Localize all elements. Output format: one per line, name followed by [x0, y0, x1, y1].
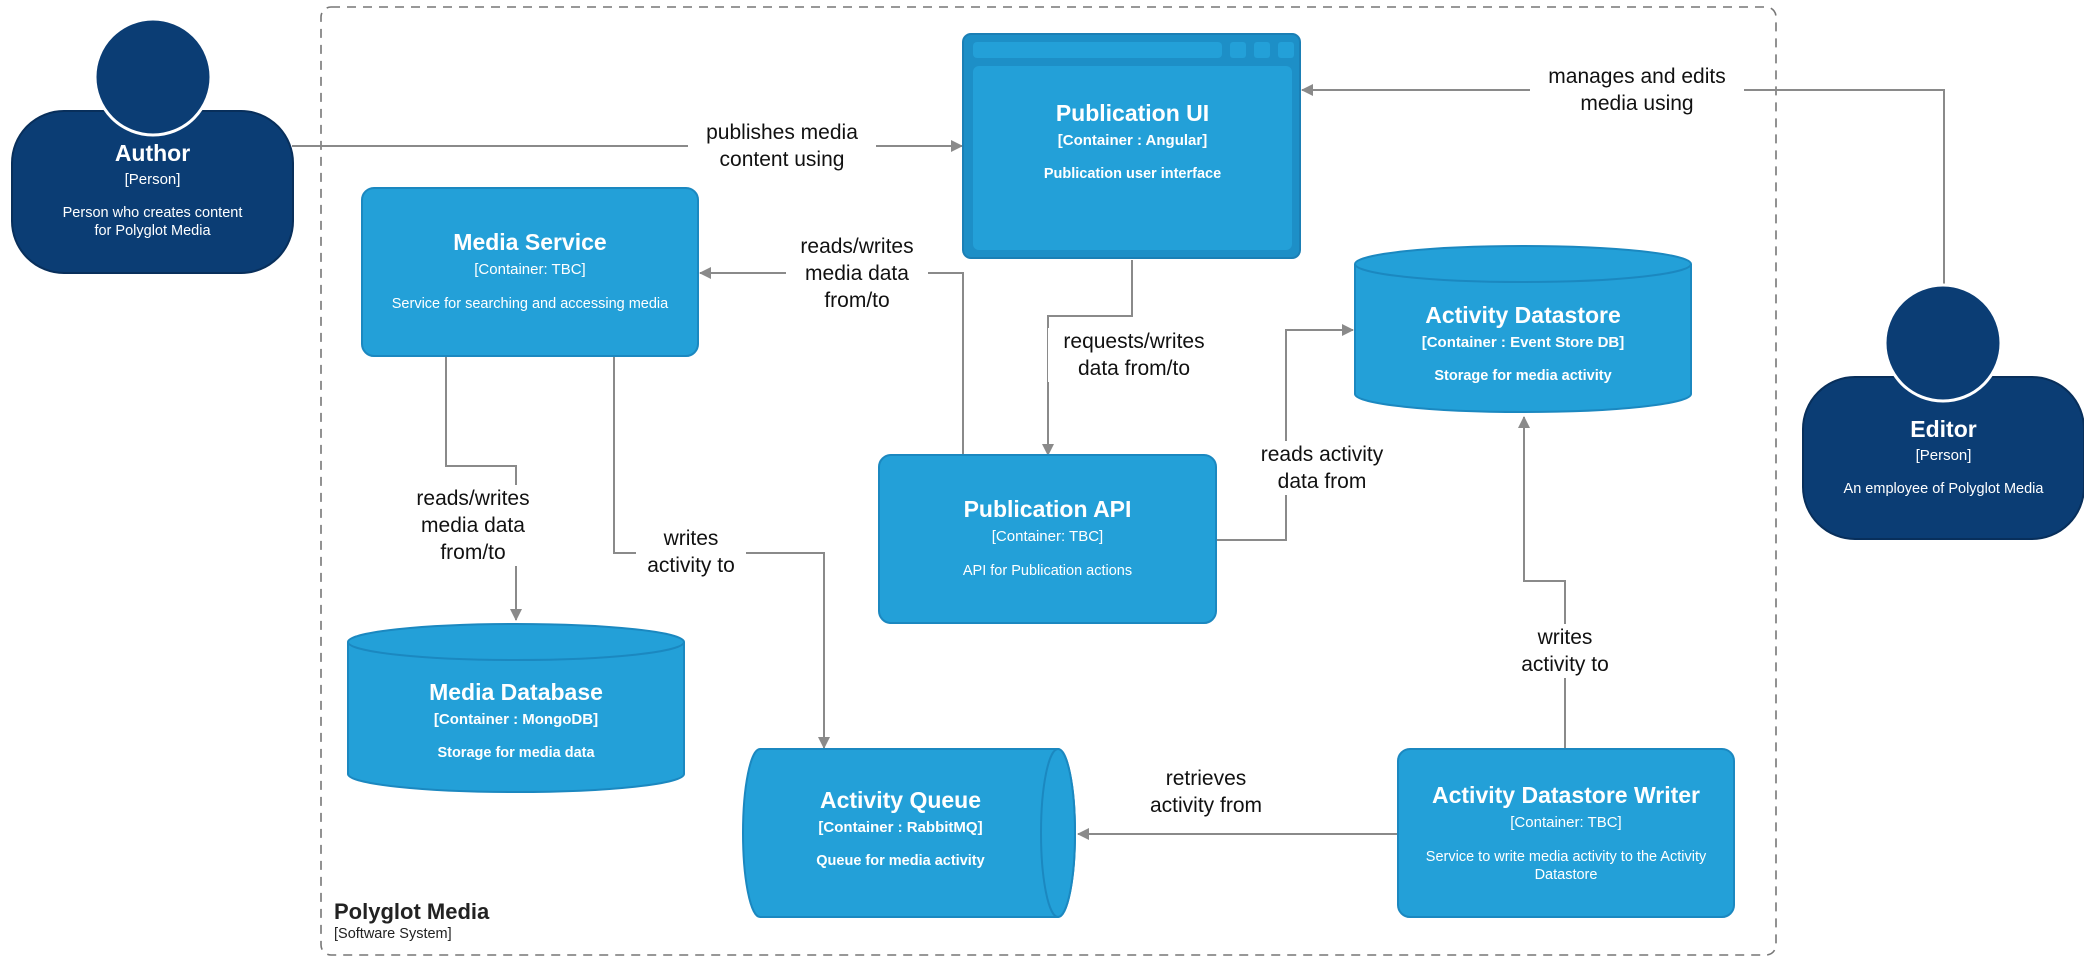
label-media-service-queue: writes activity to	[636, 525, 746, 579]
activity-datastore-writer-name: Activity Datastore Writer	[1432, 782, 1700, 808]
label-media-service-queue-line-1: writes	[663, 527, 719, 550]
arrow-api-to-datastore	[1216, 324, 1354, 541]
publication-api-name: Publication API	[963, 496, 1132, 522]
publication-api-card: Publication API [Container: TBC] API for…	[879, 496, 1216, 580]
activity-datastore-writer-shape	[1397, 748, 1735, 918]
label-author-publishes: publishes media content using	[688, 119, 876, 173]
arrow-writer-to-datastore	[1518, 416, 1566, 749]
media-service-card: Media Service [Container: TBC] Service f…	[362, 229, 698, 313]
activity-datastore-name: Activity Datastore	[1425, 302, 1621, 328]
activity-queue-description: Queue for media activity	[816, 853, 985, 869]
author-description-line-2: for Polyglot Media	[94, 223, 211, 239]
publication-ui-description: Publication user interface	[1043, 166, 1222, 182]
relationship-arrows	[292, 84, 1945, 840]
label-editor-manages-line-1: manages and edits	[1548, 65, 1726, 88]
label-api-datastore: reads activity data from	[1244, 441, 1400, 495]
activity-queue-name: Activity Queue	[819, 787, 982, 813]
media-service-tech: [Container: TBC]	[474, 261, 586, 278]
activity-datastore-writer-description-line-2: Datastore	[1534, 867, 1598, 883]
label-api-media-service: reads/writes media data from/to	[786, 233, 928, 314]
arrow-ui-to-api	[1042, 260, 1133, 456]
label-ui-api-line-1: requests/writes	[1063, 330, 1205, 353]
media-database-card: Media Database [Container : MongoDB] Sto…	[348, 679, 684, 761]
activity-datastore-writer-tech: [Container: TBC]	[1510, 814, 1622, 831]
author-person-shape	[11, 17, 294, 274]
media-service-description: Service for searching and accessing medi…	[391, 296, 669, 312]
system-boundary	[320, 6, 1777, 956]
editor-person-shape	[1802, 283, 2084, 540]
activity-datastore-description: Storage for media activity	[1434, 368, 1612, 384]
label-writer-queue-line-2: activity from	[1149, 794, 1262, 817]
activity-datastore-writer-card: Activity Datastore Writer [Container: TB…	[1398, 782, 1734, 884]
author-type: [Person]	[124, 171, 181, 188]
label-writer-datastore-line-2: activity to	[1521, 653, 1609, 676]
boundary-name: Polyglot Media	[334, 899, 490, 924]
label-writer-queue-line-1: retrieves	[1165, 767, 1247, 790]
label-media-service-db-line-2: media data	[421, 514, 525, 537]
label-media-service-db-line-3: from/to	[440, 541, 506, 564]
publication-ui-name: Publication UI	[1055, 100, 1210, 126]
label-editor-manages: manages and edits media using	[1530, 63, 1744, 117]
label-ui-api-line-2: data from/to	[1077, 357, 1191, 380]
editor-card: Editor [Person] An employee of Polyglot …	[1803, 416, 2084, 498]
arrow-editor-to-ui	[1301, 84, 1945, 287]
media-database-shape	[347, 623, 685, 793]
label-api-media-service-line-1: reads/writes	[800, 235, 914, 258]
media-database-description: Storage for media data	[437, 745, 595, 761]
label-api-media-service-line-3: from/to	[824, 289, 890, 312]
editor-name: Editor	[1910, 416, 1977, 442]
activity-queue-card: Activity Queue [Container : RabbitMQ] Qu…	[748, 787, 1053, 869]
publication-api-shape	[878, 454, 1217, 624]
editor-type: [Person]	[1915, 447, 1972, 464]
label-editor-manages-line-2: media using	[1580, 92, 1694, 115]
publication-api-description: API for Publication actions	[962, 563, 1133, 579]
activity-queue-shape	[742, 748, 1076, 918]
boundary-type: [Software System]	[334, 926, 452, 942]
label-media-service-queue-line-2: activity to	[647, 554, 735, 577]
activity-datastore-card: Activity Datastore [Container : Event St…	[1355, 302, 1691, 384]
label-media-service-db-line-1: reads/writes	[416, 487, 530, 510]
label-author-publishes-line-1: publishes media	[706, 121, 858, 144]
publication-api-tech: [Container: TBC]	[991, 528, 1104, 545]
label-media-service-db: reads/writes media data from/to	[400, 485, 546, 566]
label-writer-datastore: writes activity to	[1510, 624, 1620, 678]
media-service-name: Media Service	[453, 229, 607, 255]
activity-datastore-tech: [Container : Event Store DB]	[1421, 334, 1625, 351]
activity-datastore-writer-description-line-1: Service to write media activity to the A…	[1425, 849, 1707, 865]
media-database-tech: [Container : MongoDB]	[433, 711, 599, 728]
label-writer-datastore-line-1: writes	[1537, 626, 1593, 649]
media-service-shape	[361, 187, 699, 357]
author-name: Author	[114, 140, 191, 166]
label-api-media-service-line-2: media data	[805, 262, 909, 285]
activity-queue-tech: [Container : RabbitMQ]	[818, 819, 983, 836]
editor-description: An employee of Polyglot Media	[1843, 481, 2044, 497]
publication-ui-tech: [Container : Angular]	[1057, 132, 1208, 149]
label-writer-queue: retrieves activity from	[1138, 765, 1274, 819]
publication-ui-card: Publication UI [Container : Angular] Pub…	[973, 100, 1292, 182]
author-description-line-1: Person who creates content	[62, 205, 243, 221]
media-database-name: Media Database	[429, 679, 603, 705]
label-author-publishes-line-2: content using	[719, 148, 845, 171]
author-card: Author [Person] Person who creates conte…	[12, 140, 293, 240]
label-api-datastore-line-1: reads activity	[1260, 443, 1384, 466]
activity-datastore-shape	[1354, 245, 1692, 413]
label-ui-api: requests/writes data from/to	[1048, 328, 1220, 382]
publication-ui-shape	[962, 33, 1301, 259]
label-api-datastore-line-2: data from	[1277, 470, 1367, 493]
